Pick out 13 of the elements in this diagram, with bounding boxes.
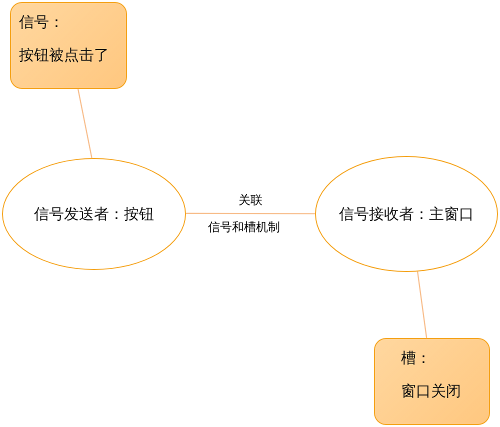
connector-line xyxy=(186,212,315,214)
node-text: 信号： xyxy=(19,13,65,32)
connector-line xyxy=(77,88,92,158)
node-text: 窗口关闭 xyxy=(401,382,462,401)
node-text: 信号接收者：主窗口 xyxy=(339,204,474,224)
node-text: 槽： xyxy=(401,349,432,368)
connector-line xyxy=(416,272,428,338)
node-text: 按钮被点击了 xyxy=(19,46,110,65)
node-text: 信号发送者：按钮 xyxy=(34,204,154,224)
edge-label: 关联 xyxy=(236,192,264,209)
rounded-box xyxy=(374,338,490,425)
rounded-box xyxy=(10,2,127,89)
label-text: 信号和槽机制 xyxy=(206,219,282,236)
